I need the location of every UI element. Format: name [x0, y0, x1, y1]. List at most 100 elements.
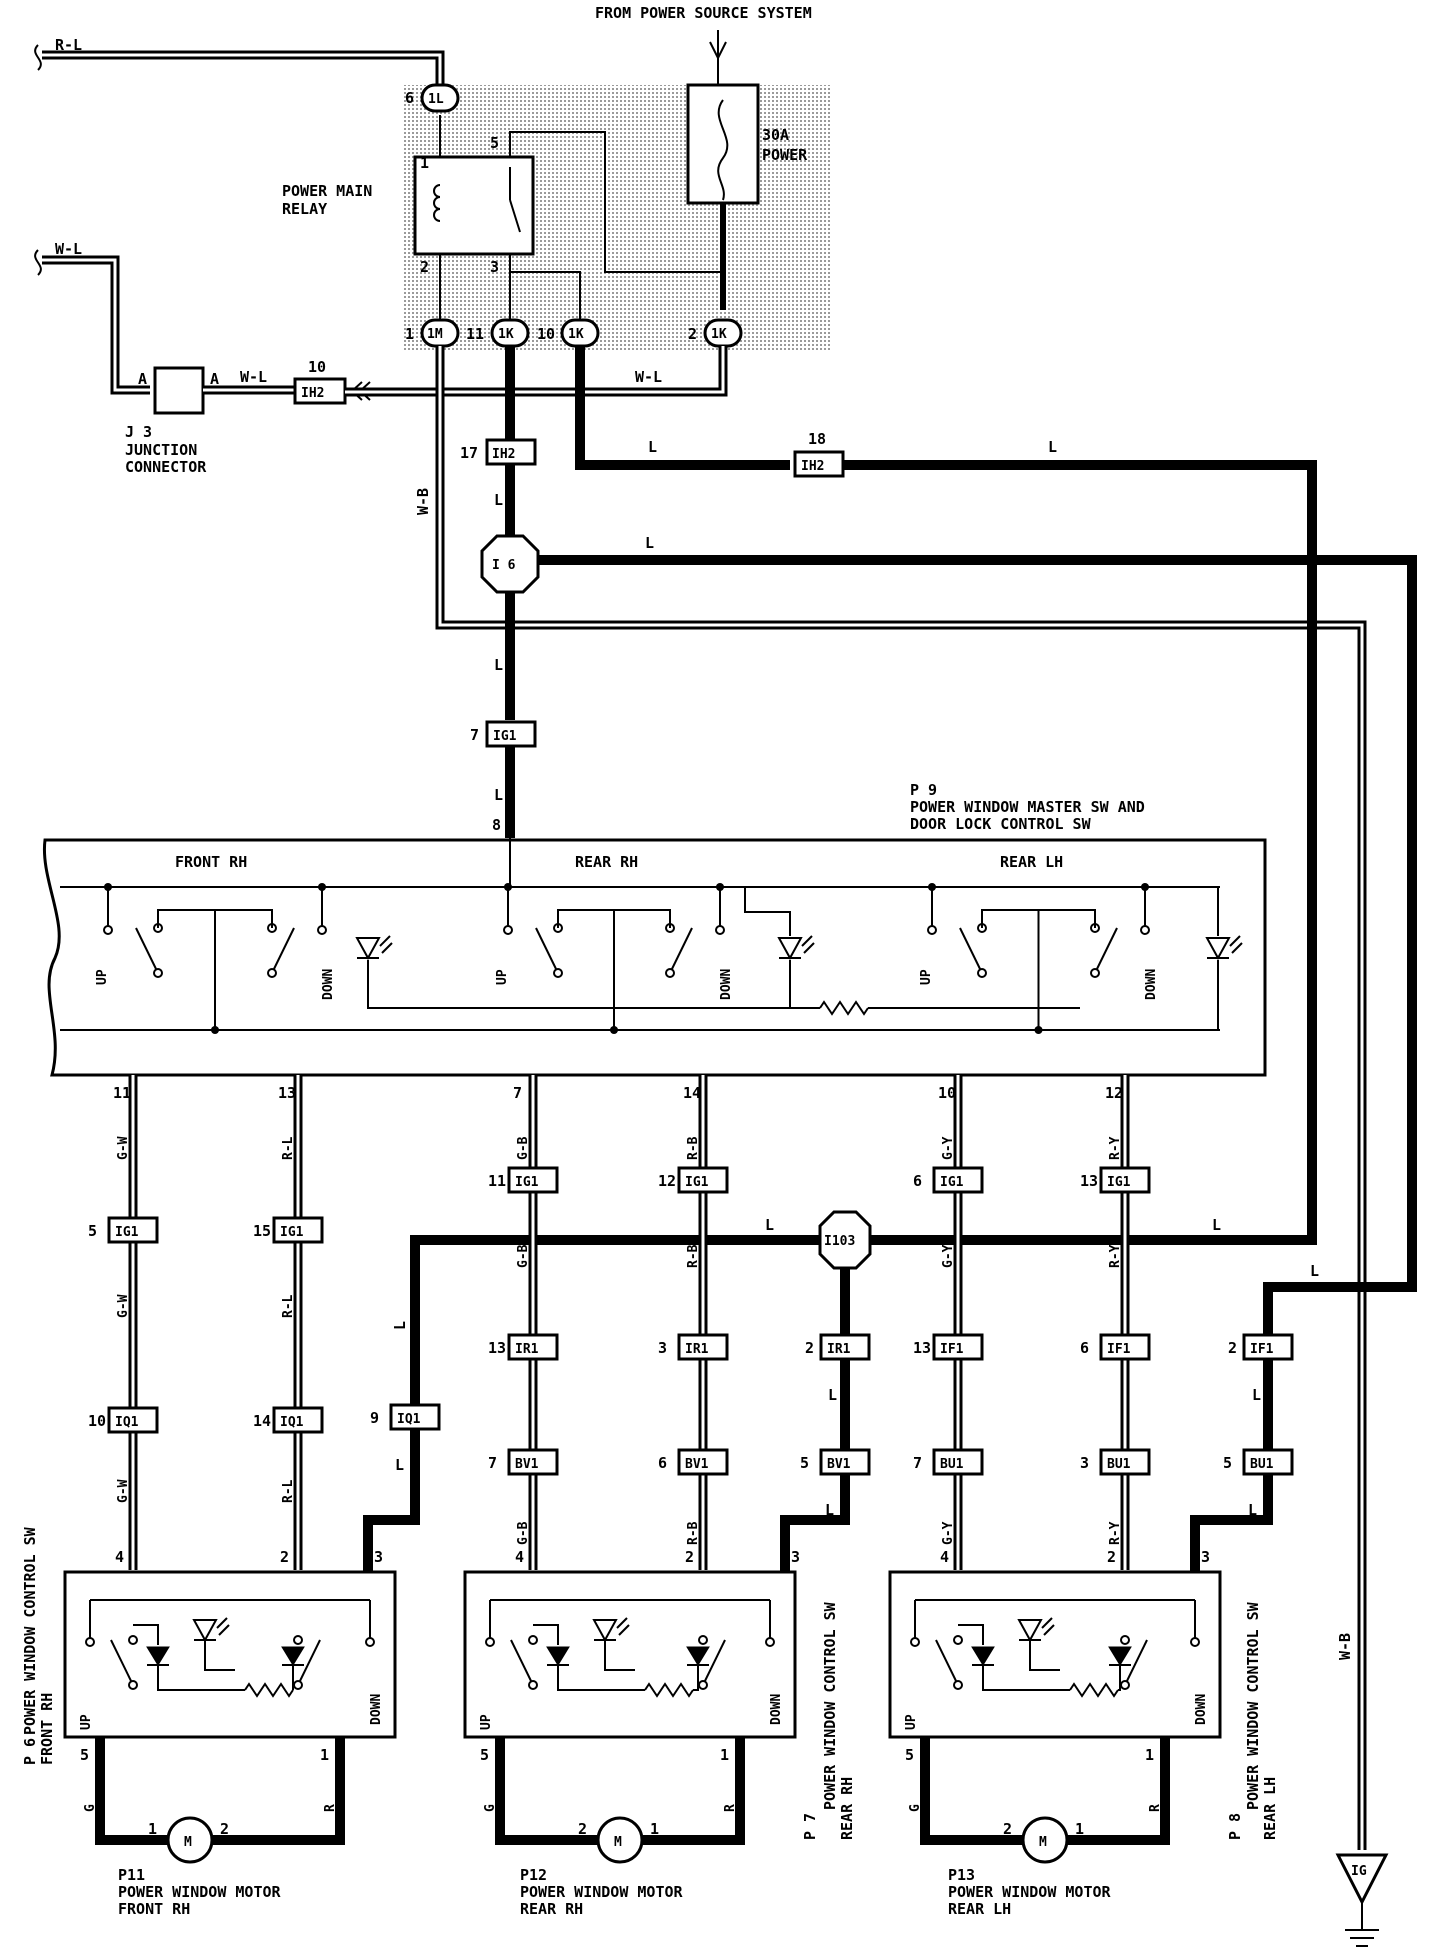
connector-ih2-17-label: IH2 [492, 447, 515, 462]
out-0-color-3: G-W [116, 1294, 131, 1318]
ctrl-1-arm-a-contact [528, 1635, 538, 1645]
master-sec-0-led-icon-ray-1 [379, 935, 391, 947]
out-2-conn-pin-0: 11 [488, 1172, 506, 1190]
wire-wb-label: W-B [414, 488, 432, 515]
connector-1k-c-label: 1K [711, 327, 727, 342]
out-0-conn-pin-1: 10 [88, 1412, 106, 1430]
wl-wire-left [42, 255, 150, 395]
out-5-conn-2-label: BU1 [1107, 1457, 1131, 1472]
master-output-wires: 11G-WIG15IQ110G-WG-W413R-LIG115IQ114R-LR… [88, 1075, 1294, 1572]
pin-10: 10 [537, 325, 555, 343]
wire-l-label-f: L [648, 438, 657, 456]
ctrl-1-motor-pin-left: 2 [578, 1820, 587, 1838]
l-branch-i6 [538, 555, 1417, 1335]
wire-wl-label-top: W-L [55, 240, 82, 258]
master-sec-0-arm-down [271, 927, 295, 974]
out-2-color-2: G-B [516, 1521, 531, 1545]
out-5-pin-top: 12 [1105, 1084, 1123, 1102]
out-4-pin-top: 10 [938, 1084, 956, 1102]
junction-i6 [480, 534, 540, 594]
master-sec-2-led-icon [1205, 937, 1231, 961]
fuse-icon [717, 99, 729, 201]
ctrl-2-diode-b-icon [1108, 1646, 1132, 1666]
ctrl-0-motor-wire-left [95, 1737, 168, 1845]
ctrl-2-arm-b-contact [1120, 1635, 1130, 1645]
master-sec-1-arm-down-pivot [665, 968, 675, 978]
out-5-ctrl-pin: 2 [1107, 1548, 1116, 1566]
master-sec-2-led-icon-ray-1 [1229, 935, 1241, 947]
out-5-conn-pin-0: 13 [1080, 1172, 1098, 1190]
out-0-conn-pin-0: 5 [88, 1222, 97, 1240]
ctrl-2-led-icon [1017, 1619, 1043, 1643]
wire-l-label-h: L [1212, 1216, 1221, 1234]
out-0-ctrl-pin: 4 [115, 1548, 124, 1566]
ctrl-0-led-wire [204, 1640, 235, 1671]
p7-side: REAR RH [838, 1777, 856, 1840]
master-sec-2-up-label: UP [919, 969, 934, 985]
master-resistor-icon [819, 1000, 869, 1016]
relay-contact-arm [509, 199, 521, 233]
out-2-conn-1 [507, 1333, 559, 1361]
master-sec-1-led-icon [777, 937, 803, 961]
out-3-color-2: R-B [686, 1521, 701, 1545]
wire-break-icon-2 [34, 249, 42, 276]
out-4-conn-0-label: IG1 [940, 1175, 964, 1190]
connector-ig1-7-label: IG1 [493, 729, 517, 744]
ctrl-1-arm-b-pivot [698, 1680, 708, 1690]
ctrl-2-motor-icon [1021, 1816, 1069, 1864]
junction-label-1: J 3 [125, 423, 152, 441]
ctrl-1-diode-a-wire [533, 1624, 559, 1645]
out-5-conn-0-label: IG1 [1107, 1175, 1131, 1190]
ctrl-2-led-icon-ray-2 [1043, 1624, 1055, 1636]
wl-wire-right [345, 346, 728, 397]
out-1-color-3: R-L [281, 1294, 296, 1318]
out-3-ctrl-pin: 2 [685, 1548, 694, 1566]
ctrl-1-r-label: R [723, 1804, 738, 1812]
ctrl-1-g-label: G [483, 1804, 498, 1812]
ctrl-0-arm-a [110, 1639, 134, 1686]
ctrl-1-led-icon-ray-1 [616, 1617, 628, 1629]
out-2-conn-pin-1: 13 [488, 1339, 506, 1357]
ctrl-0-motor-pin-left: 1 [148, 1820, 157, 1838]
master-sec-2-arm-up-pivot [977, 968, 987, 978]
wire-l-label-b: L [494, 656, 503, 674]
master-switch-label-2: DOOR LOCK CONTROL SW [910, 815, 1092, 833]
master-sec-1-rail-node-2 [716, 883, 724, 891]
drop-0-conn-label: IQ1 [397, 1412, 421, 1427]
fuse-rating: 30A [762, 126, 789, 144]
ctrl-0-down-label: DOWN [369, 1694, 384, 1725]
master-sec-0-led-icon [355, 937, 381, 961]
master-sec-1-down-label: DOWN [719, 969, 734, 1000]
ctrl-2-resistor-icon [1069, 1682, 1119, 1698]
ctrl-1-pin-5: 5 [480, 1746, 489, 1764]
junction-label-3: CONNECTOR [125, 458, 207, 476]
junction-i6-label: I 6 [492, 558, 516, 573]
ctrl-0-arm-b [297, 1639, 321, 1686]
ctrl-0-arm-b-pivot [293, 1680, 303, 1690]
ctrl-1-down-label: DOWN [769, 1694, 784, 1725]
drop-0-conn-pin: 9 [370, 1409, 379, 1427]
ctrl-2-led-icon-ray-1 [1041, 1617, 1053, 1629]
relay-label-2: RELAY [282, 200, 327, 218]
ctrl-1-motor-pin-right: 1 [650, 1820, 659, 1838]
ctrl-1-arm-a-pivot [528, 1680, 538, 1690]
out-1-conn-1 [272, 1406, 324, 1434]
connector-ig1-7 [485, 720, 537, 748]
out-5-conn-1 [1099, 1333, 1151, 1361]
wl-wire-right-inner [345, 346, 725, 394]
out-0-conn-1 [107, 1406, 159, 1434]
ctrl-0-up-label: UP [79, 1714, 94, 1730]
wire-wl-label-right: W-L [635, 368, 662, 386]
ctrl-2-res-wire-2 [1118, 1665, 1121, 1691]
ctrl-0-arm-a-contact [128, 1635, 138, 1645]
ctrl-1-diode-a-icon [546, 1646, 570, 1666]
out-1-ctrl-pin: 2 [280, 1548, 289, 1566]
ctrl-0-g-label: G [83, 1804, 98, 1812]
drop-1-conn-pin: 5 [800, 1454, 809, 1472]
wire-l-label-i: L [765, 1216, 774, 1234]
connector-1m-label: 1M [427, 327, 443, 342]
master-section-rear-lh: REAR LH [1000, 853, 1063, 871]
ctrl-0-arm-b-contact [293, 1635, 303, 1645]
